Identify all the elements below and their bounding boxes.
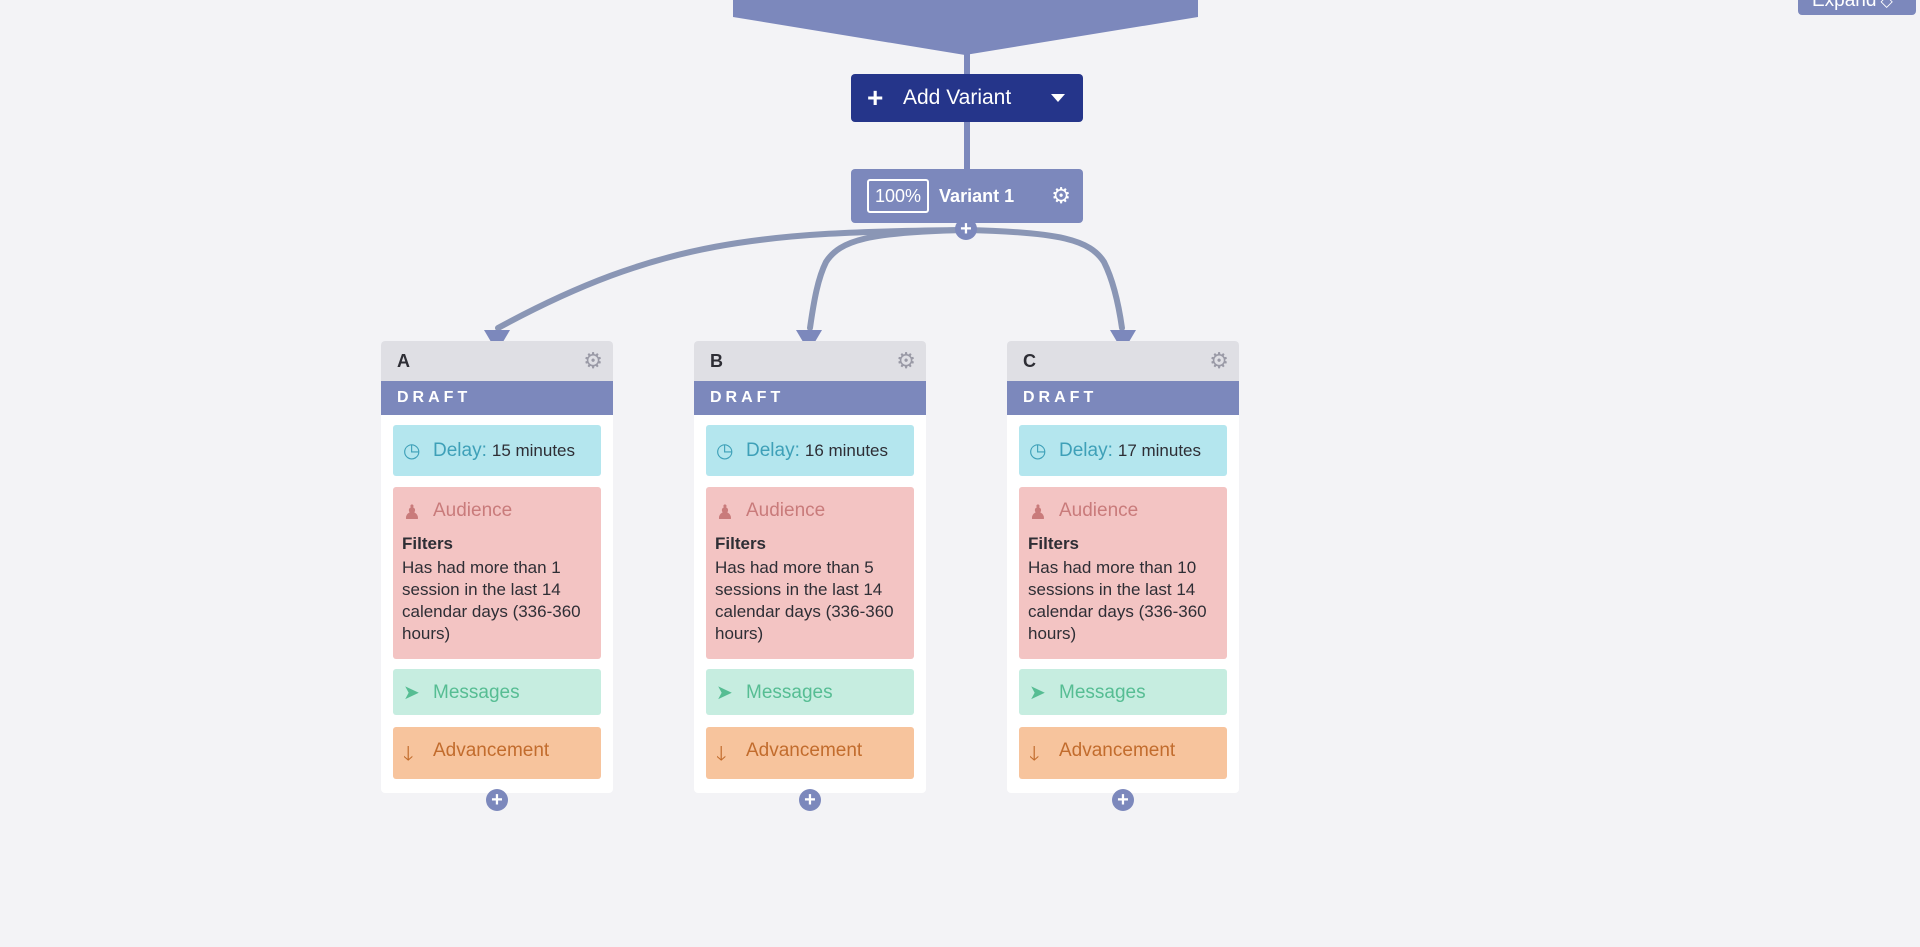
- paper-plane-icon: ➤: [716, 682, 733, 704]
- audience-step[interactable]: ♟ Audience Filters Has had more than 1 s…: [393, 487, 601, 659]
- messages-step[interactable]: ➤ Messages: [393, 669, 601, 715]
- gear-icon[interactable]: ⚙: [583, 348, 603, 373]
- audience-step[interactable]: ♟ Audience Filters Has had more than 10 …: [1019, 487, 1227, 659]
- delay-value: 16 minutes: [804, 441, 889, 460]
- clock-icon: ◷: [716, 440, 734, 462]
- delay-step[interactable]: ◷ Delay:17 minutes: [1019, 425, 1227, 476]
- advancement-step[interactable]: 🡓 Advancement: [393, 727, 601, 779]
- clock-icon: ◷: [403, 440, 421, 462]
- status-badge: DRAFT: [1007, 381, 1239, 415]
- add-variant-button[interactable]: + Add Variant: [851, 74, 1083, 122]
- variant-percent[interactable]: 100%: [867, 179, 930, 213]
- filters-title: Filters: [1028, 534, 1080, 553]
- audience-step[interactable]: ♟ Audience Filters Has had more than 5 s…: [706, 487, 914, 659]
- advancement-label: Advancement: [1059, 740, 1176, 761]
- connector-line: [964, 122, 970, 169]
- paper-plane-icon: ➤: [403, 682, 420, 704]
- step-card-c[interactable]: C ⚙ DRAFT ◷ Delay:17 minutes ♟ Audience …: [1007, 341, 1239, 793]
- delay-label: Delay:: [433, 440, 487, 461]
- delay-value: 17 minutes: [1117, 441, 1202, 460]
- card-header: A ⚙: [381, 341, 613, 381]
- filters-description: Has had more than 5 sessions in the last…: [715, 558, 894, 643]
- audience-label: Audience: [433, 500, 513, 521]
- entry-funnel: [733, 0, 1198, 55]
- delay-value: 15 minutes: [491, 441, 576, 460]
- connector-a: [495, 227, 969, 331]
- filters-description: Has had more than 10 sessions in the las…: [1028, 558, 1207, 643]
- filters-description: Has had more than 1 session in the last …: [402, 558, 581, 643]
- status-badge: DRAFT: [694, 381, 926, 415]
- add-branch-plus-icon[interactable]: +: [955, 218, 977, 240]
- add-step-plus-icon[interactable]: +: [486, 789, 508, 811]
- card-title: A: [397, 351, 410, 371]
- step-card-a[interactable]: A ⚙ DRAFT ◷ Delay:15 minutes ♟ Audience …: [381, 341, 613, 793]
- audience-label: Audience: [746, 500, 826, 521]
- arrow-down-icon: 🡓: [1029, 743, 1040, 765]
- users-icon: ♟: [1029, 502, 1047, 524]
- caret-down-icon[interactable]: [1051, 94, 1065, 102]
- advancement-step[interactable]: 🡓 Advancement: [706, 727, 914, 779]
- gear-icon[interactable]: ⚙: [896, 348, 916, 373]
- messages-step[interactable]: ➤ Messages: [706, 669, 914, 715]
- audience-label: Audience: [1059, 500, 1139, 521]
- connector-line: [964, 53, 970, 75]
- expand-label: Expand: [1812, 0, 1877, 11]
- card-header: B ⚙: [694, 341, 926, 381]
- card-title: C: [1023, 351, 1036, 371]
- users-icon: ♟: [716, 502, 734, 524]
- add-variant-label: Add Variant: [903, 86, 1012, 109]
- messages-label: Messages: [1059, 682, 1146, 703]
- variant-node[interactable]: 100% Variant 1 ⚙: [851, 169, 1083, 223]
- arrow-down-icon: 🡓: [716, 743, 727, 765]
- delay-label: Delay:: [746, 440, 800, 461]
- clock-icon: ◷: [1029, 440, 1047, 462]
- filters-title: Filters: [402, 534, 454, 553]
- filters-title: Filters: [715, 534, 767, 553]
- paper-plane-icon: ➤: [1029, 682, 1046, 704]
- messages-label: Messages: [433, 682, 520, 703]
- delay-step[interactable]: ◷ Delay:16 minutes: [706, 425, 914, 476]
- advancement-label: Advancement: [746, 740, 863, 761]
- advancement-step[interactable]: 🡓 Advancement: [1019, 727, 1227, 779]
- chevron-down-icon: ◇: [1880, 0, 1893, 10]
- card-header: C ⚙: [1007, 341, 1239, 381]
- delay-label: Delay:: [1059, 440, 1113, 461]
- gear-icon[interactable]: ⚙: [1051, 183, 1071, 208]
- variant-name: Variant 1: [939, 185, 1015, 206]
- add-step-plus-icon[interactable]: +: [799, 789, 821, 811]
- advancement-label: Advancement: [433, 740, 550, 761]
- connector-b: [807, 227, 969, 331]
- status-badge: DRAFT: [381, 381, 613, 415]
- messages-label: Messages: [746, 682, 833, 703]
- gear-icon[interactable]: ⚙: [1209, 348, 1229, 373]
- connector-c: [963, 227, 1125, 331]
- expand-button[interactable]: Expand◇: [1798, 0, 1916, 15]
- plus-icon: +: [867, 82, 884, 113]
- card-title: B: [710, 351, 723, 371]
- delay-step[interactable]: ◷ Delay:15 minutes: [393, 425, 601, 476]
- arrow-down-icon: 🡓: [403, 743, 414, 765]
- messages-step[interactable]: ➤ Messages: [1019, 669, 1227, 715]
- step-card-b[interactable]: B ⚙ DRAFT ◷ Delay:16 minutes ♟ Audience …: [694, 341, 926, 793]
- add-step-plus-icon[interactable]: +: [1112, 789, 1134, 811]
- users-icon: ♟: [403, 502, 421, 524]
